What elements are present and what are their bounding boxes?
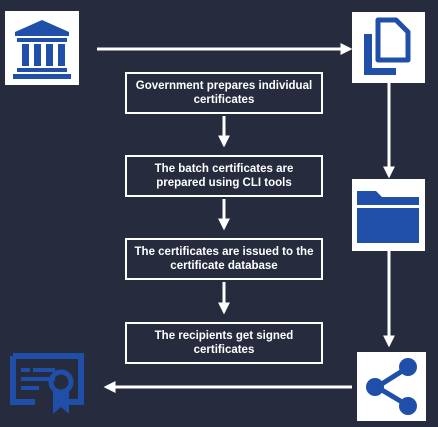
share-icon bbox=[357, 352, 426, 421]
government-building-icon bbox=[5, 11, 79, 85]
step-text: The batch certificates are prepared usin… bbox=[154, 163, 294, 189]
step-certificates-issued: The certificates are issued to the certi… bbox=[125, 238, 323, 280]
documents-icon bbox=[352, 12, 425, 83]
certificate-icon bbox=[5, 352, 89, 418]
step-text: Government prepares individual certifica… bbox=[135, 80, 313, 106]
step-government-prepares: Government prepares individual certifica… bbox=[125, 72, 323, 114]
folder-icon bbox=[352, 179, 425, 251]
step-batch-prepared: The batch certificates are prepared usin… bbox=[125, 155, 323, 197]
step-text: The certificates are issued to the certi… bbox=[134, 246, 314, 272]
step-text: The recipients get signed certificates bbox=[154, 330, 294, 356]
step-recipients-signed: The recipients get signed certificates bbox=[125, 322, 323, 364]
